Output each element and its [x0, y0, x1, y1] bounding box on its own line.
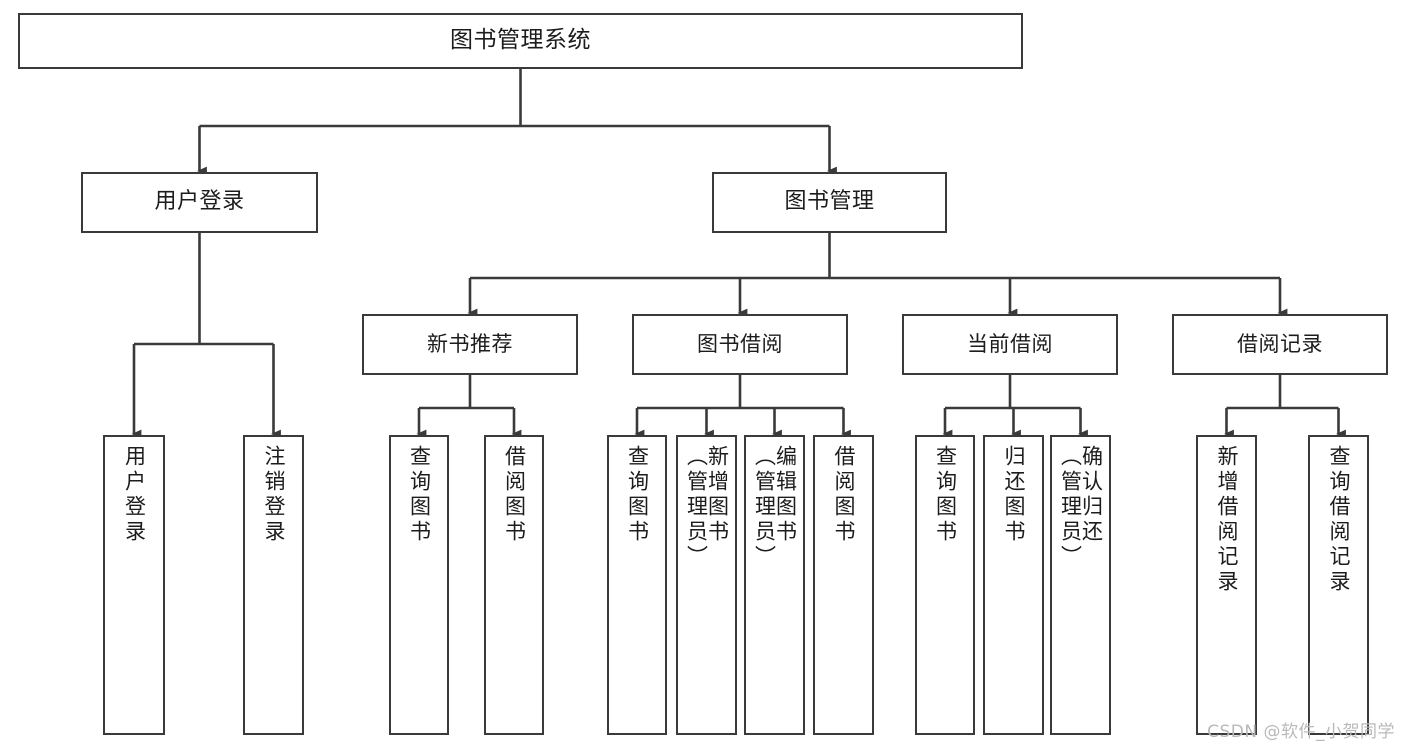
node-label: 查询图书 — [933, 445, 958, 545]
node-label: 新增借阅记录 — [1215, 445, 1239, 595]
node-user-login[interactable]: 用户登录 — [81, 172, 318, 233]
node-label: 查询图书 — [407, 445, 432, 545]
node-label: 编辑图书 （管理员） — [752, 445, 798, 570]
node-label: 确认归还 （管理员） — [1058, 445, 1104, 570]
leaf-borrow-book-recommend[interactable]: 借阅图书 — [484, 435, 544, 735]
leaf-add-borrow-record[interactable]: 新增借阅记录 — [1196, 435, 1257, 735]
leaf-query-book-current[interactable]: 查询图书 — [915, 435, 975, 735]
node-label: 借阅图书 — [832, 445, 856, 545]
node-label: 用户登录 — [154, 189, 245, 215]
node-label: 查询借阅记录 — [1327, 445, 1351, 595]
node-label: 借阅图书 — [502, 445, 527, 545]
leaf-query-book-borrow[interactable]: 查询图书 — [607, 435, 667, 735]
node-book-borrow[interactable]: 图书借阅 — [632, 314, 848, 375]
node-label: 新增图书 （管理员） — [684, 445, 730, 570]
node-current-borrow[interactable]: 当前借阅 — [902, 314, 1118, 375]
node-label: 用户登录 — [122, 445, 147, 545]
leaf-query-book-recommend[interactable]: 查询图书 — [389, 435, 449, 735]
node-label: 图书借阅 — [697, 331, 783, 356]
leaf-confirm-return[interactable]: 确认归还 （管理员） — [1050, 435, 1111, 735]
leaf-logout[interactable]: 注销登录 — [243, 435, 304, 735]
node-label: 当前借阅 — [967, 331, 1053, 356]
node-root[interactable]: 图书管理系统 — [18, 13, 1023, 69]
leaf-query-borrow-record[interactable]: 查询借阅记录 — [1308, 435, 1369, 735]
node-book-manage[interactable]: 图书管理 — [712, 172, 947, 233]
node-label: 图书管理 — [784, 189, 875, 215]
node-label: 新书推荐 — [427, 331, 513, 356]
node-borrow-record[interactable]: 借阅记录 — [1172, 314, 1388, 375]
node-label: 注销登录 — [262, 445, 286, 545]
node-new-book-recommend[interactable]: 新书推荐 — [362, 314, 578, 375]
node-label: 归还图书 — [1002, 445, 1026, 545]
node-label: 借阅记录 — [1237, 331, 1323, 356]
leaf-user-login[interactable]: 用户登录 — [103, 435, 165, 735]
leaf-return-book[interactable]: 归还图书 — [983, 435, 1044, 735]
leaf-borrow-book[interactable]: 借阅图书 — [813, 435, 874, 735]
leaf-edit-book[interactable]: 编辑图书 （管理员） — [744, 435, 805, 735]
node-label: 图书管理系统 — [450, 27, 591, 54]
leaf-add-book[interactable]: 新增图书 （管理员） — [676, 435, 737, 735]
node-label: 查询图书 — [625, 445, 650, 545]
